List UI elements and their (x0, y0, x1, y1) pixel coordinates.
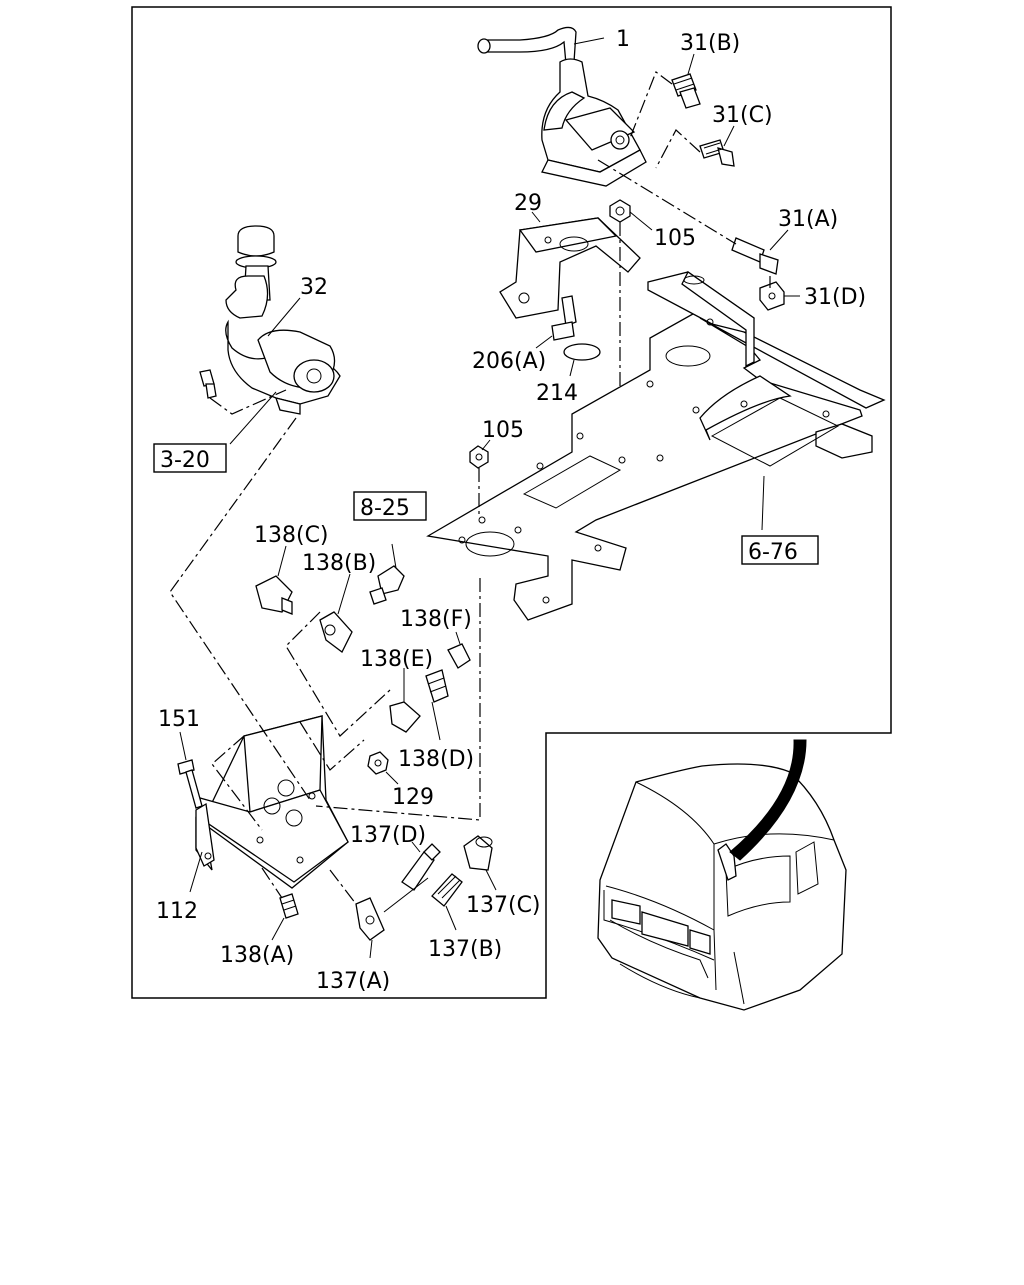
valve-32 (199, 225, 341, 415)
nut-105-lower (469, 445, 489, 469)
callout-138f: 138(F) (400, 607, 472, 632)
pipe-route-3 (285, 611, 391, 737)
sensor-8-25 (369, 565, 405, 605)
reference-box-8-25 (353, 491, 427, 521)
pipe-route-1 (169, 417, 311, 801)
callout-138c: 138(C) (254, 523, 329, 548)
reference-6-76: 6-76 (748, 540, 798, 565)
bracket-29 (499, 217, 641, 341)
callout-31a: 31(A) (778, 207, 838, 232)
connector-31d (759, 281, 785, 311)
diagram-frame (131, 6, 892, 999)
callout-32: 32 (300, 275, 328, 300)
connector-31c (699, 139, 735, 167)
pipe-route-2 (315, 578, 481, 821)
nut-129 (367, 751, 389, 775)
reference-3-20: 3-20 (160, 448, 210, 473)
leader-31b (629, 71, 673, 139)
fitting-137c (463, 835, 493, 871)
callout-151: 151 (158, 707, 200, 732)
truck-cab-illustration (597, 739, 847, 1011)
callout-206a: 206(A) (472, 349, 546, 374)
leader-31c (655, 129, 701, 169)
callout-105-upper: 105 (654, 226, 696, 251)
callout-31c: 31(C) (712, 103, 773, 128)
callout-29: 29 (514, 191, 542, 216)
bracket-112 (195, 715, 349, 889)
callout-138d: 138(D) (398, 747, 474, 772)
fitting-137d (401, 843, 441, 891)
fitting-137a (355, 897, 385, 941)
fitting-138f (447, 643, 471, 669)
base-plate (426, 271, 886, 621)
pipe-route-7 (329, 869, 357, 905)
callout-137b: 137(B) (428, 937, 502, 962)
fitting-138c (255, 575, 293, 615)
callout-137a: 137(A) (316, 969, 390, 994)
callout-214: 214 (536, 381, 578, 406)
callout-31d: 31(D) (804, 285, 866, 310)
connector-31b (671, 73, 701, 109)
leader-lines (179, 37, 800, 959)
reference-8-25: 8-25 (360, 496, 410, 521)
callout-138e: 138(E) (360, 647, 433, 672)
bolt-151 (177, 759, 203, 809)
fitting-138d (425, 669, 449, 703)
callout-137d: 137(D) (350, 823, 426, 848)
leader-31a (597, 159, 737, 245)
reference-box-3-20 (153, 443, 227, 473)
callout-112: 112 (156, 899, 198, 924)
washer-214 (563, 343, 601, 361)
pipe-route-6 (261, 867, 283, 899)
reference-box-6-76 (741, 535, 819, 565)
pipe-route-5 (299, 721, 365, 771)
fitting-138b (319, 611, 353, 653)
callout-138a: 138(A) (220, 943, 294, 968)
fitting-138e (389, 701, 421, 733)
callout-31b: 31(B) (680, 31, 740, 56)
fitting-138a (279, 893, 299, 919)
connector-31a (731, 237, 779, 275)
callout-129: 129 (392, 785, 434, 810)
leader-32-ref (209, 389, 287, 415)
callout-137c: 137(C) (466, 893, 541, 918)
callout-138b: 138(B) (302, 551, 376, 576)
callout-105-lower: 105 (482, 418, 524, 443)
fitting-137b (431, 873, 463, 907)
nut-105-upper (609, 199, 631, 223)
shift-lever-assembly (477, 26, 647, 187)
callout-1: 1 (616, 27, 630, 52)
